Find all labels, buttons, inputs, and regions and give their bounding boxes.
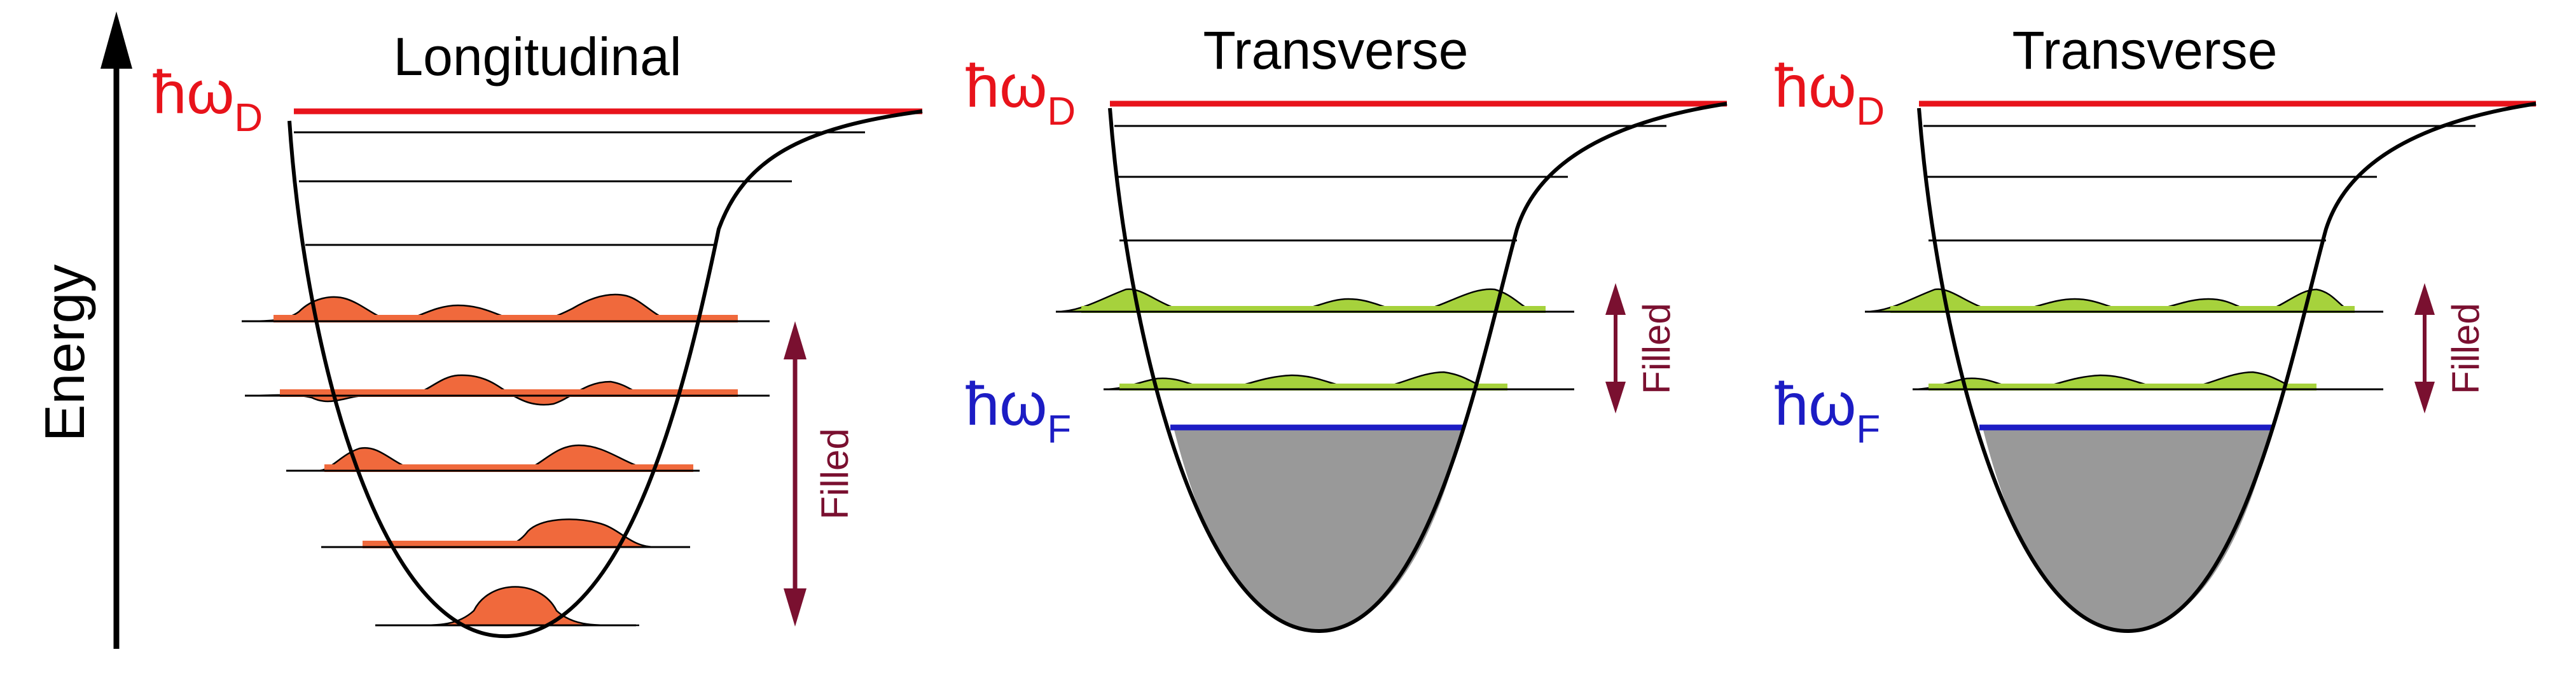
filled-label: Filled — [2444, 303, 2487, 394]
panel-title: Transverse — [2012, 20, 2277, 80]
filled-arrow-head-bottom — [784, 588, 807, 627]
green-band-1 — [1119, 384, 1507, 391]
panel-title: Transverse — [1203, 20, 1468, 80]
debye-label: ħωD — [153, 59, 263, 140]
orange-wave-4 — [378, 586, 639, 627]
energy-axis: Energy — [33, 11, 132, 649]
panel-longitudinal: Longitudinal ħωD Filled — [153, 27, 923, 639]
green-band-0 — [1081, 306, 1546, 313]
potential-curve — [287, 109, 923, 639]
panel-title: Longitudinal — [393, 27, 681, 87]
potential-curve — [1108, 102, 1728, 634]
filled-arrow-head-top — [2414, 283, 2435, 315]
filled-arrow-head-bottom — [1605, 382, 1626, 413]
debye-label: ħωD — [966, 52, 1076, 134]
fermi-sea — [1174, 427, 1463, 630]
debye-label: ħωD — [1775, 52, 1885, 134]
green-band-1 — [1929, 384, 2316, 391]
filled-arrow-head-bottom — [2414, 382, 2435, 413]
energy-axis-arrowhead — [100, 11, 132, 69]
filled-arrow-head-top — [1605, 283, 1626, 315]
fermi-sea — [1983, 427, 2272, 630]
energy-axis-label: Energy — [33, 265, 96, 442]
panel-transverse-2: Transverse ħωD ħωF Filled — [1775, 20, 2537, 634]
filled-arrow-head-top — [784, 321, 807, 359]
fermi-label: ħωF — [966, 370, 1071, 452]
panel-transverse-1: Transverse ħωD ħωF Filled — [966, 20, 1728, 634]
filled-label: Filled — [1635, 303, 1678, 394]
orange-wave-1 — [247, 374, 770, 406]
fermi-label: ħωF — [1775, 370, 1880, 452]
filled-label: Filled — [814, 428, 856, 519]
green-band-0 — [1890, 306, 2355, 313]
potential-curve — [1917, 102, 2537, 634]
